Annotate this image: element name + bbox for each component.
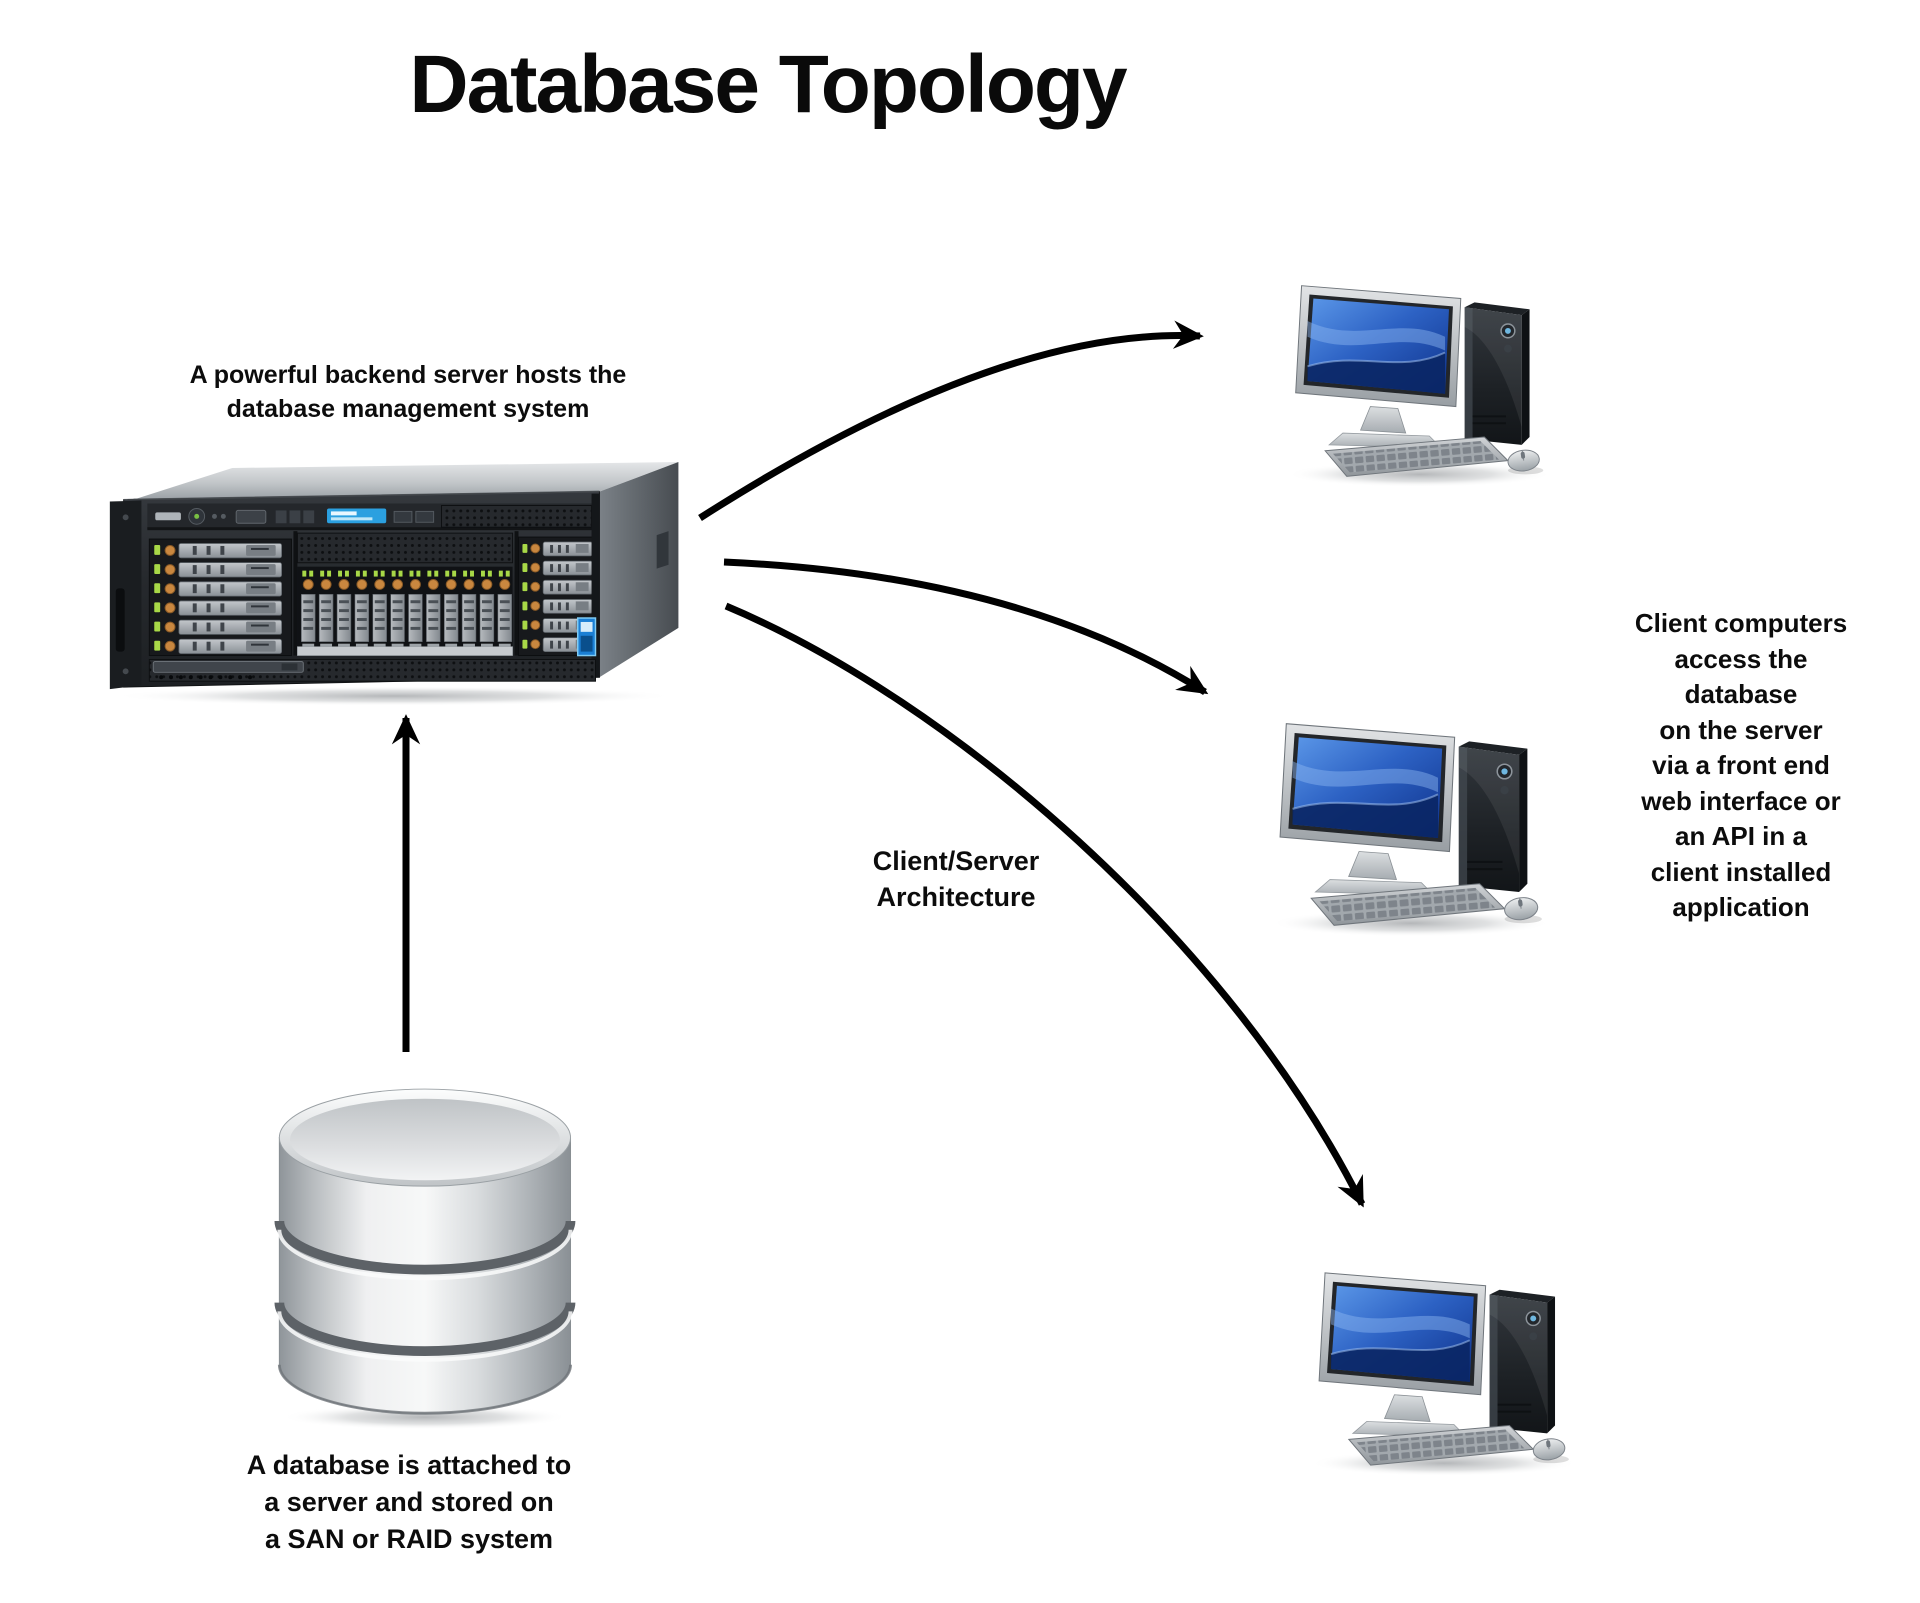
server-caption-line: database management system <box>226 395 590 423</box>
database-caption-line: a SAN or RAID system <box>264 1524 554 1554</box>
client-note-line: an API in a <box>1675 821 1807 851</box>
database-caption-line: A database is attached to <box>246 1450 572 1480</box>
database-caption-line: a server and stored on <box>264 1487 554 1517</box>
client-note-line: application <box>1672 892 1810 922</box>
client-note-line: database <box>1684 679 1798 709</box>
client-note-line: on the server <box>1659 714 1823 745</box>
architecture-label-line: Architecture <box>876 882 1036 912</box>
arrow-server-to-client-2 <box>723 558 1209 695</box>
client-note-line: web interface or <box>1641 785 1841 816</box>
client-computer-icon-2 <box>1269 722 1553 938</box>
page-title: Database Topology <box>409 39 1127 130</box>
client-note-line: Client computers <box>1634 608 1848 638</box>
architecture-label-line: Client/Server <box>872 846 1040 876</box>
client-computer-icon-3 <box>1309 1271 1579 1478</box>
client-note-line: client installed <box>1650 856 1832 887</box>
client-computer-icon-1 <box>1285 284 1554 489</box>
database-icon <box>258 1075 588 1437</box>
architecture-label: Client/Server Architecture <box>806 843 1106 915</box>
arrow-server-to-client-1 <box>698 320 1204 521</box>
client-note-line: via a front end <box>1652 750 1830 780</box>
server-caption-line: A powerful backend server hosts the <box>189 361 627 389</box>
client-note-line: access the <box>1674 643 1808 674</box>
server-caption: A powerful backend server hosts the data… <box>108 358 708 426</box>
database-caption: A database is attached to a server and s… <box>159 1447 659 1558</box>
server-icon <box>98 452 710 711</box>
client-note: Client computers access the database on … <box>1585 606 1897 926</box>
